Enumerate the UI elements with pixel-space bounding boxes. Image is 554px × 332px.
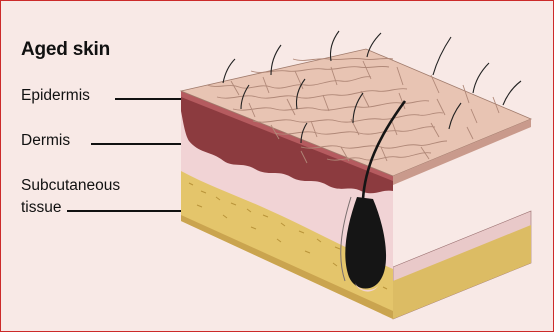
skin-cross-section-illustration bbox=[1, 1, 553, 331]
figure-panel: Aged skin Epidermis Dermis Subcutaneous … bbox=[0, 0, 554, 332]
